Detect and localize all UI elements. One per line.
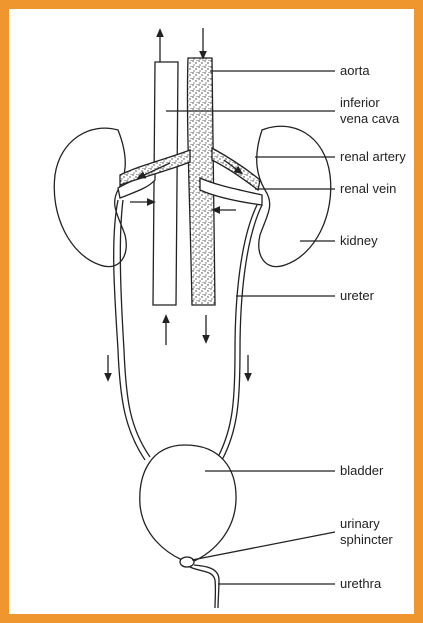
label-kidney: kidney bbox=[340, 233, 378, 248]
label-aorta: aorta bbox=[340, 63, 370, 78]
label-bladder: bladder bbox=[340, 463, 383, 478]
urinary-sphincter bbox=[180, 557, 194, 567]
right-ureter-inner bbox=[218, 205, 257, 457]
bladder bbox=[140, 445, 236, 562]
inferior-vena-cava bbox=[153, 62, 178, 305]
left-ureter bbox=[114, 200, 145, 460]
label-inferior-vena-cava-2: vena cava bbox=[340, 111, 399, 126]
label-urinary-sphincter-2: sphincter bbox=[340, 532, 393, 547]
label-inferior-vena-cava-1: inferior bbox=[340, 95, 380, 110]
left-ureter-inner bbox=[120, 200, 150, 457]
left-kidney bbox=[54, 128, 126, 266]
label-renal-artery: renal artery bbox=[340, 149, 406, 164]
label-urinary-sphincter-1: urinary bbox=[340, 516, 380, 531]
right-kidney bbox=[257, 126, 331, 266]
label-ureter: ureter bbox=[340, 288, 374, 303]
label-urethra: urethra bbox=[340, 576, 381, 591]
right-ureter bbox=[222, 205, 262, 460]
label-renal-vein: renal vein bbox=[340, 181, 396, 196]
urethra bbox=[190, 567, 215, 608]
